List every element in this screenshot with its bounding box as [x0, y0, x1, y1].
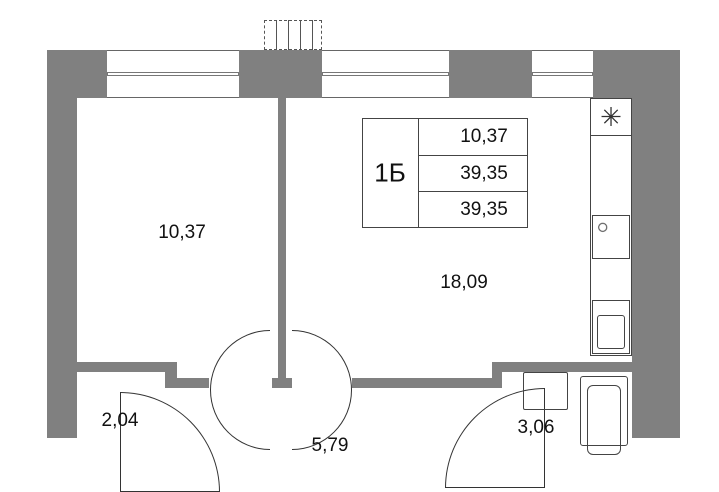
kitchen-counter [590, 98, 632, 356]
room-area-bathroom: 3,06 [517, 417, 555, 438]
door-kitchen[interactable] [292, 330, 352, 450]
washbasin-icon [523, 372, 568, 410]
bedroom-bottom-wall [77, 362, 177, 372]
total-area-with-balcony: 39,35 [460, 199, 508, 220]
wall-pier [449, 50, 532, 98]
wall-stub [165, 362, 177, 388]
outer-wall-left [47, 98, 77, 438]
partition-wall [278, 98, 286, 388]
wall-pier [593, 50, 680, 98]
hall-wall [177, 378, 209, 388]
room-area-kitchen-living: 18,09 [440, 272, 488, 293]
wall-stub [492, 362, 502, 388]
divider [418, 155, 528, 156]
balcony-railing [264, 20, 322, 50]
hall-wall [272, 378, 292, 388]
living-area: 10,37 [460, 126, 508, 147]
hall-wall [352, 378, 492, 388]
apartment-info-box [362, 118, 528, 228]
window [107, 50, 239, 98]
hood-icon: ✳ [590, 98, 632, 136]
window [532, 50, 593, 98]
window [322, 50, 449, 98]
kitchen-bottom-wall [492, 362, 632, 372]
stove-icon [592, 215, 630, 259]
bathtub-icon [580, 376, 628, 455]
room-area-hallway: 5,79 [311, 435, 349, 456]
room-area-bedroom: 10,37 [158, 222, 206, 243]
wall-pier [47, 50, 107, 98]
divider [418, 118, 419, 228]
door-bedroom[interactable] [210, 330, 270, 450]
kitchen-sink-icon [592, 300, 630, 354]
total-area: 39,35 [460, 163, 508, 184]
door-storage[interactable] [120, 392, 220, 492]
outer-wall-right [632, 98, 680, 438]
wall-pier [239, 50, 322, 98]
divider [418, 191, 528, 192]
apartment-type: 1Б [374, 157, 406, 188]
room-area-storage: 2,04 [101, 410, 139, 431]
